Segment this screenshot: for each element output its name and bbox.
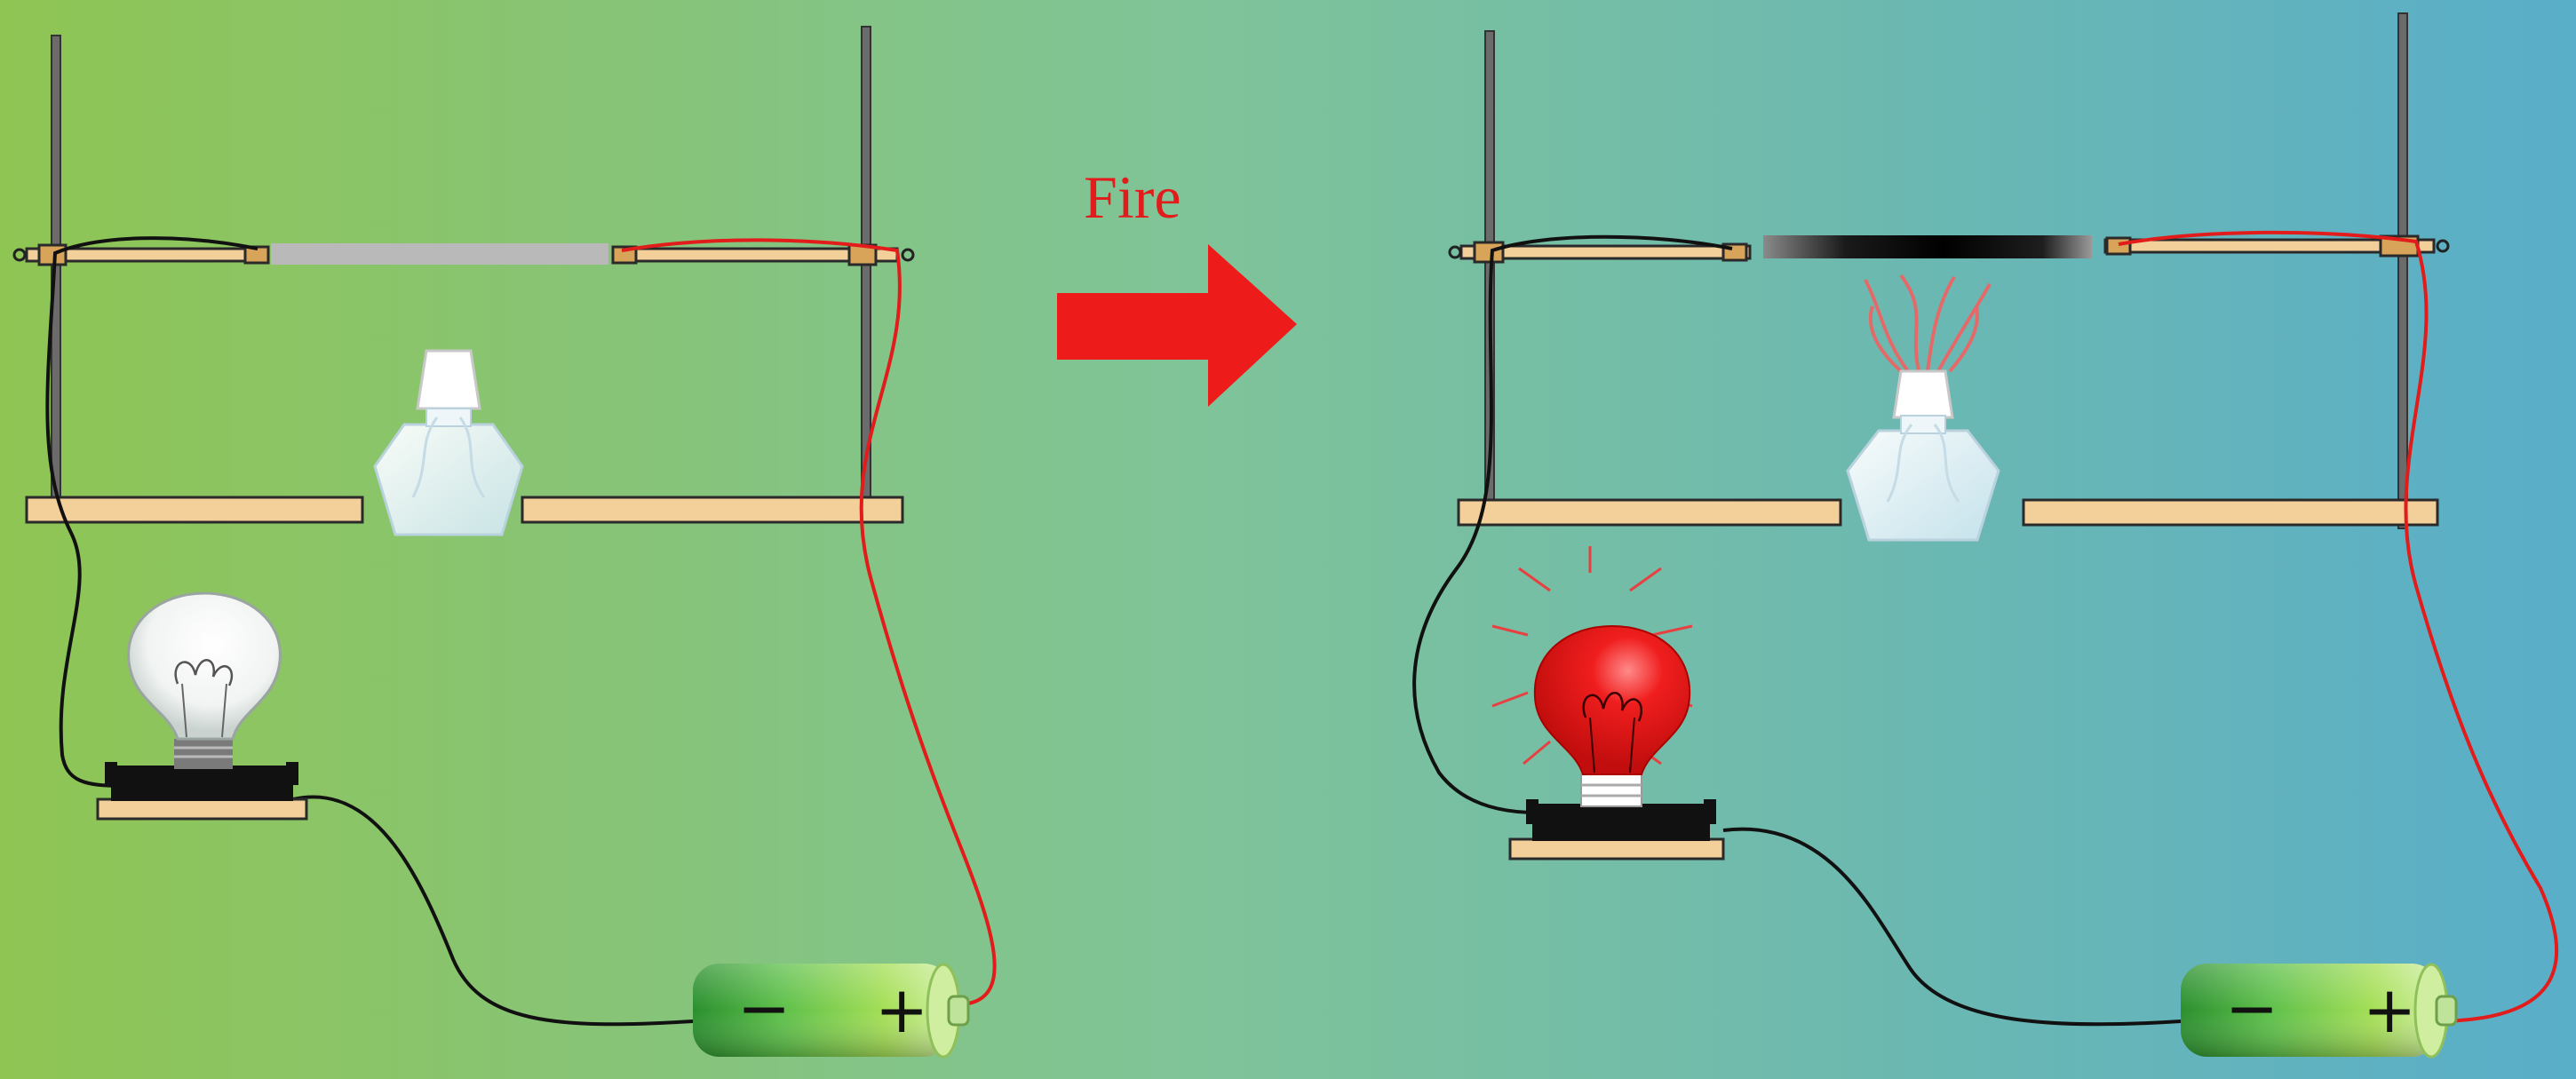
- left-base-plank-2: [521, 496, 904, 524]
- right-apparatus: − +: [1412, 12, 2559, 1059]
- left-battery-minus: −: [737, 971, 791, 1045]
- right-light-bulb: [1491, 546, 1725, 861]
- right-base-plank-1: [1457, 498, 1842, 527]
- left-clamp-jaw-2: [611, 245, 638, 265]
- left-test-rod: [271, 243, 608, 265]
- right-battery: − +: [2181, 963, 2458, 1059]
- right-arrow-icon: [1057, 244, 1297, 407]
- left-apparatus: − +: [12, 26, 997, 1059]
- right-battery-minus: −: [2225, 971, 2278, 1045]
- left-black-wire-bottom: [292, 795, 694, 1027]
- left-black-wire-top: [45, 236, 258, 788]
- left-light-bulb: [96, 591, 308, 821]
- right-clamp-block-1: [1473, 241, 1505, 264]
- right-black-wire-bottom: [1722, 827, 2182, 1027]
- left-battery: − +: [693, 963, 970, 1059]
- right-test-rod: [1763, 235, 2092, 258]
- right-alcohol-lamp: [1846, 369, 2000, 542]
- left-battery-plus: +: [875, 972, 928, 1047]
- right-stand-rod-2: [2397, 12, 2408, 529]
- left-alcohol-lamp: [373, 349, 524, 536]
- right-red-wire: [2118, 230, 2559, 1023]
- arrow-label: Fire: [1084, 163, 1181, 231]
- right-base-plank-2: [2022, 498, 2439, 527]
- right-black-wire-top: [1412, 234, 1733, 814]
- left-clamp-block-1: [37, 243, 68, 266]
- left-base-plank-1: [25, 496, 364, 524]
- fire-arrow-group: Fire: [1057, 163, 1297, 407]
- left-red-wire: [621, 238, 997, 1005]
- flame-icon: [1864, 274, 1992, 373]
- right-clamp-arm-2: [2103, 238, 2436, 254]
- right-clamp-jaw-2: [2105, 236, 2132, 256]
- right-battery-plus: +: [2363, 972, 2416, 1047]
